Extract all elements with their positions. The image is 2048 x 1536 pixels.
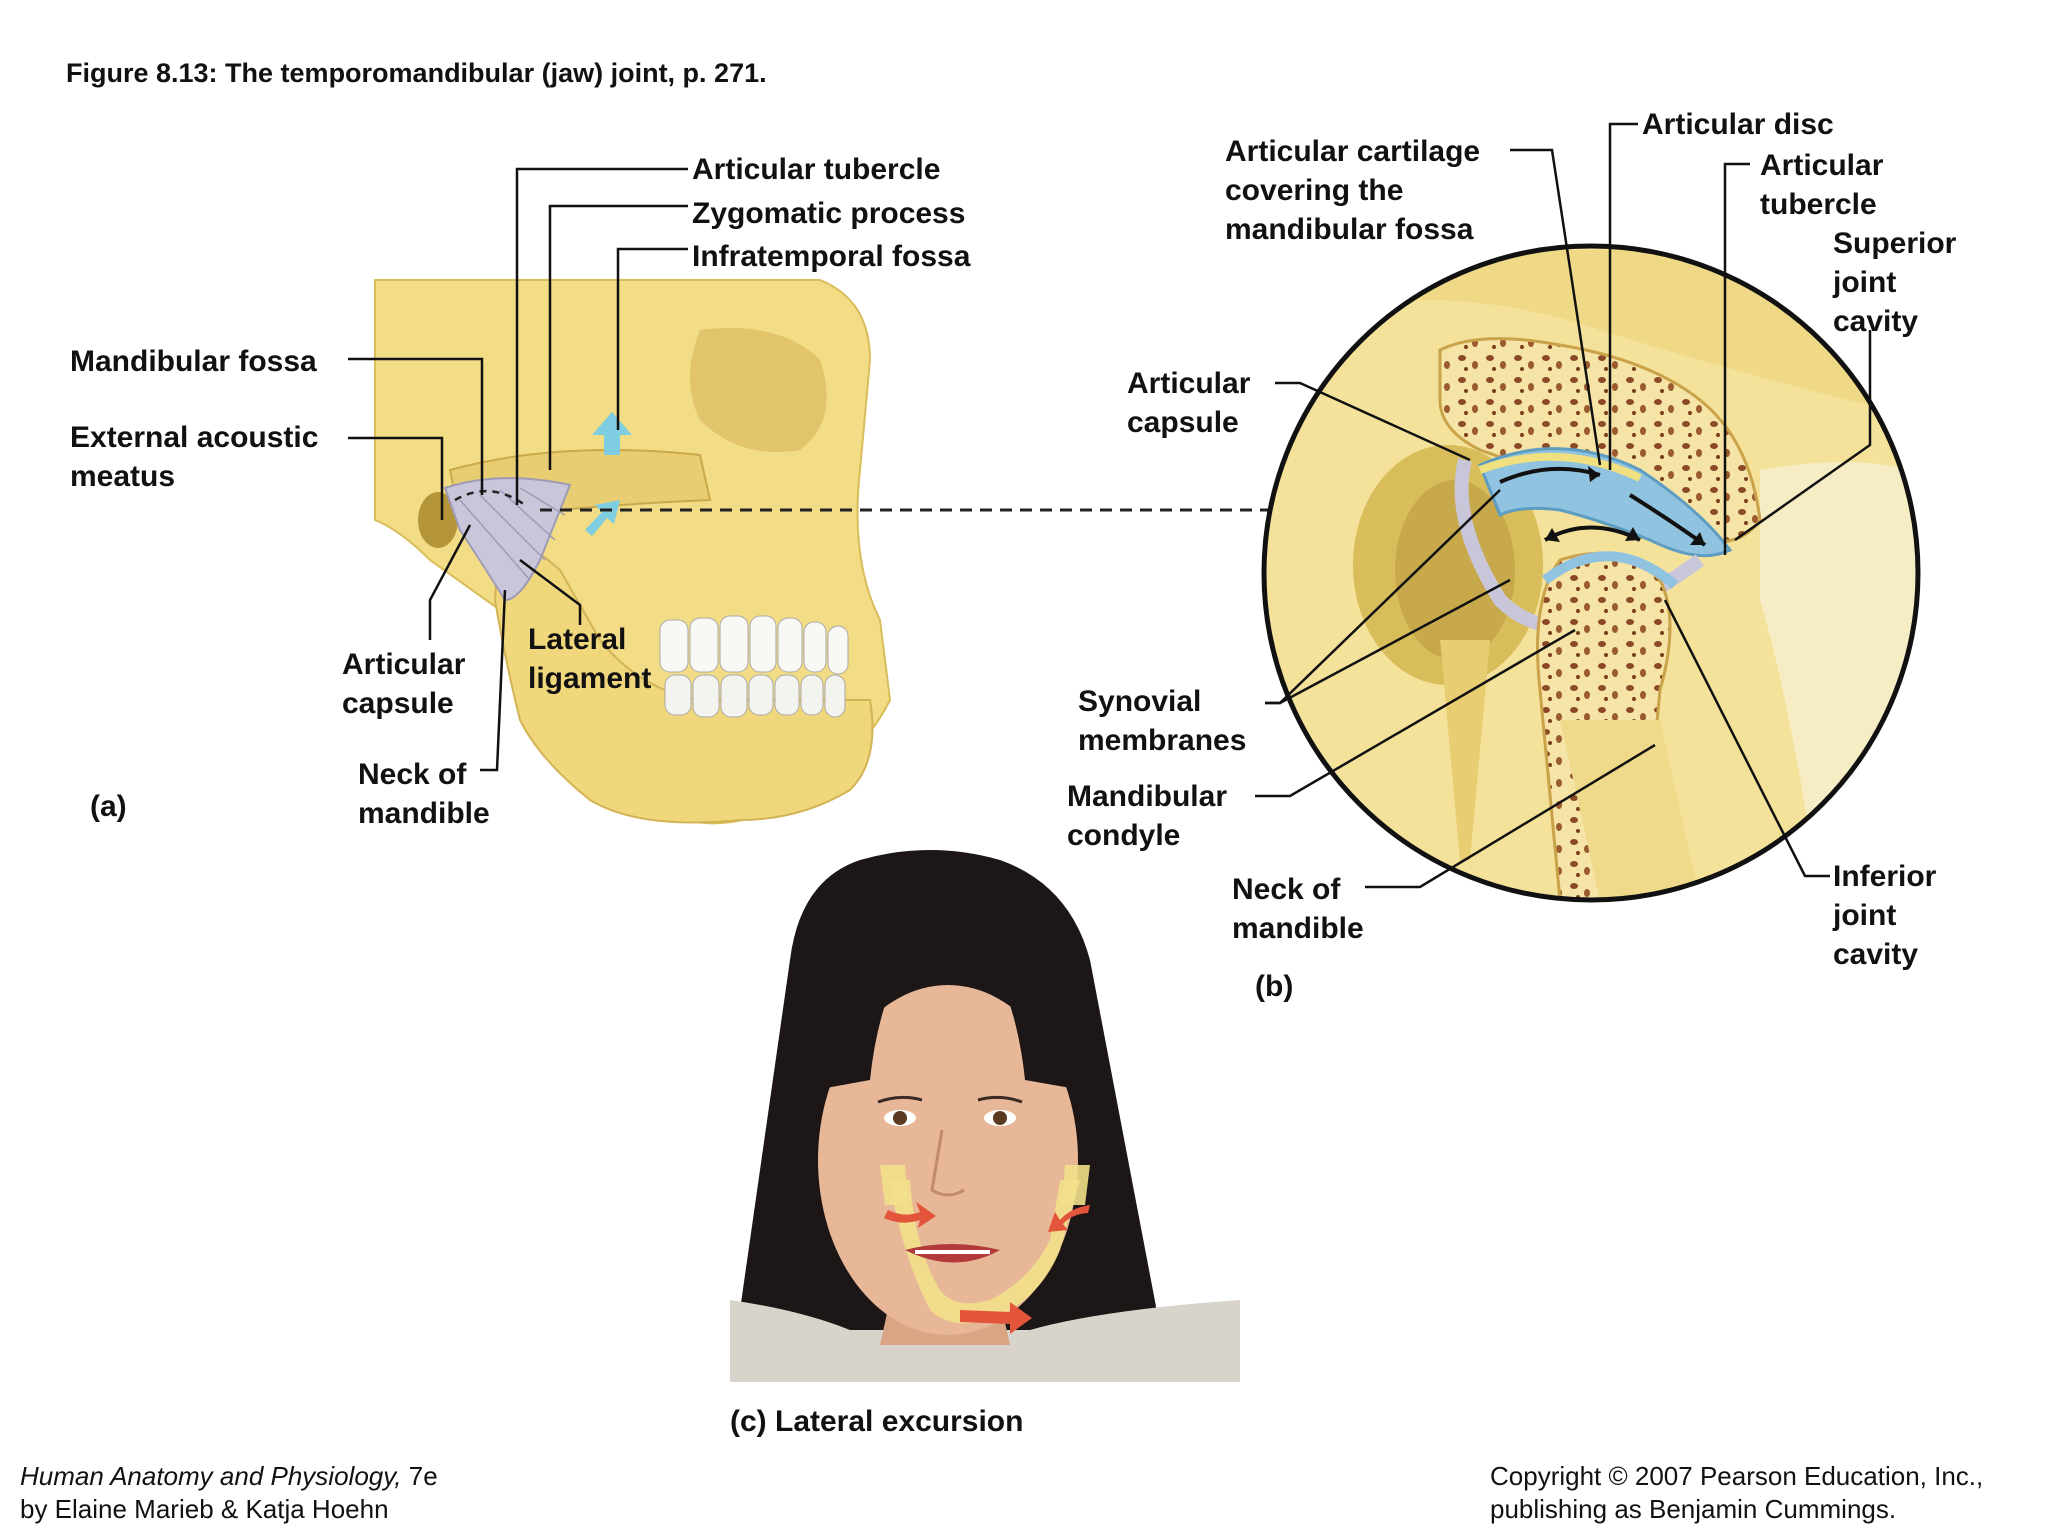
copyright-line-1: Copyright © 2007 Pearson Education, Inc.… — [1490, 1461, 1984, 1491]
label-articular-capsule-a: Articular capsule — [342, 648, 466, 720]
label-inferior-joint-cavity: Inferior joint cavity — [1833, 860, 1937, 971]
book-title: Human Anatomy and Physiology, — [20, 1461, 402, 1491]
label-articular-disc: Articular disc — [1642, 108, 1834, 141]
label-external-acoustic-meatus: External acoustic meatus — [70, 421, 319, 493]
label-mandibular-fossa: Mandibular fossa — [70, 345, 317, 378]
skull-illustration — [374, 279, 892, 825]
panel-c-caption: (c) Lateral excursion — [730, 1405, 1024, 1438]
label-mandibular-condyle: Mandibular condyle — [1067, 780, 1228, 852]
rotation-arrow-right-icon — [1048, 1205, 1090, 1232]
label-articular-cartilage: Articular cartilage covering the mandibu… — [1225, 135, 1481, 246]
orbit-shadow — [690, 328, 827, 452]
footer-copyright: Copyright © 2007 Pearson Education, Inc.… — [1490, 1460, 1983, 1526]
rotation-arrow-left-icon — [884, 1202, 936, 1228]
articular-disc — [1478, 447, 1733, 558]
copyright-line-2: publishing as Benjamin Cummings. — [1490, 1494, 1897, 1524]
book-authors: by Elaine Marieb & Katja Hoehn — [20, 1494, 389, 1524]
teeth — [659, 615, 849, 718]
label-articular-capsule-b: Articular capsule — [1127, 367, 1251, 439]
joint-magnified-view — [1261, 243, 1921, 903]
external-acoustic-meatus-hole — [418, 492, 458, 548]
panel-b-leader-lines — [1255, 122, 1872, 889]
label-lateral-ligament: Lateral ligament — [528, 623, 652, 695]
panel-b-letter: (b) — [1255, 970, 1294, 1003]
book-edition: 7e — [401, 1461, 438, 1491]
label-infratemporal-fossa: Infratemporal fossa — [692, 240, 971, 273]
panel-a-letter: (a) — [90, 790, 127, 823]
label-articular-tubercle-b: Articular tubercle — [1760, 149, 1884, 221]
footer-book-credit: Human Anatomy and Physiology, 7e by Elai… — [20, 1460, 438, 1526]
label-neck-of-mandible-b: Neck of mandible — [1232, 873, 1364, 945]
mandible-bone — [493, 517, 874, 824]
lateral-excursion-portrait — [730, 850, 1240, 1382]
figure-title: Figure 8.13: The temporomandibular (jaw)… — [66, 58, 767, 88]
label-articular-tubercle-a: Articular tubercle — [692, 153, 941, 186]
up-arrow-icon — [592, 412, 632, 455]
panel-a-leader-lines — [348, 167, 688, 772]
label-synovial-membranes: Synovial membranes — [1078, 685, 1247, 757]
label-superior-joint-cavity: Superior joint cavity — [1833, 227, 1957, 338]
label-neck-of-mandible-a: Neck of mandible — [358, 758, 490, 830]
lateral-ligament — [443, 477, 572, 602]
lateral-shift-arrow-icon — [960, 1302, 1032, 1334]
fossa-dashed-outline — [454, 489, 526, 507]
label-zygomatic-process: Zygomatic process — [692, 197, 966, 230]
